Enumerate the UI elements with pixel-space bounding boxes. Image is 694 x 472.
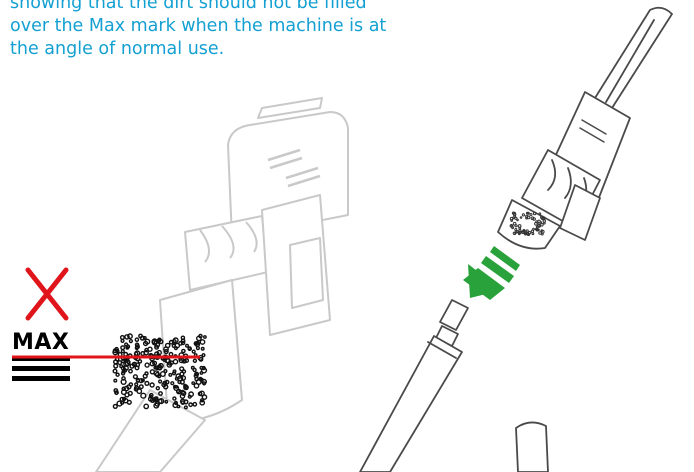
dirt-particle — [129, 370, 132, 373]
dirt-particle — [125, 335, 129, 339]
vacuum-right — [360, 8, 672, 472]
max-mark-bars — [12, 356, 70, 381]
dirt-particle — [118, 361, 122, 365]
x-mark-icon — [28, 270, 66, 318]
dirt-particle — [114, 360, 118, 364]
dirt-particle — [150, 383, 154, 387]
release-arrow-icon — [463, 246, 520, 300]
dirt-particle — [161, 372, 166, 377]
dirt-particle — [114, 379, 117, 382]
dirt-particle — [121, 336, 125, 340]
dirt-particle — [113, 369, 117, 373]
dirt-particle — [114, 364, 118, 368]
dirt-particle — [116, 373, 119, 376]
dirt-particle — [156, 387, 159, 390]
dirt-particle — [127, 400, 131, 404]
dirt-particle — [125, 343, 128, 346]
dirt-particle — [127, 360, 130, 363]
dirt-particle — [539, 213, 541, 215]
dirt-particle — [121, 340, 124, 343]
dirt-particle — [141, 393, 146, 398]
dirt-particle — [145, 372, 148, 375]
dirt-particle — [115, 392, 117, 394]
dirt-particle — [121, 346, 125, 350]
dirt-particle — [145, 382, 149, 386]
dirt-particle — [137, 379, 140, 382]
dirt-particle — [134, 375, 138, 379]
dirt-particle — [122, 390, 127, 395]
dirt-particle — [139, 334, 142, 337]
dirt-particle — [140, 385, 144, 389]
dirt-particle — [145, 363, 149, 367]
dirt-particle — [121, 350, 124, 353]
dirt-particle — [135, 338, 138, 341]
dirt-particle — [135, 352, 138, 355]
dirt-particle — [134, 363, 136, 365]
dirt-particle — [159, 392, 162, 395]
dirt-particle — [141, 352, 145, 356]
dirt-particle — [120, 365, 123, 368]
dirt-particle — [113, 405, 117, 409]
faded-vacuum-left — [96, 98, 348, 472]
max-label: MAX — [12, 330, 69, 355]
dirt-particle — [129, 383, 132, 386]
dirt-particle — [159, 380, 162, 383]
dirt-particle — [130, 340, 133, 343]
